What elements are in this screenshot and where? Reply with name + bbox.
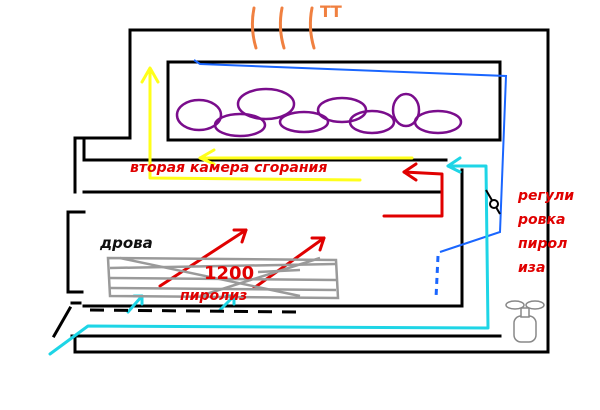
flame-arrow-2-head — [310, 236, 326, 252]
heat-waves — [250, 6, 316, 50]
ash-door — [51, 305, 73, 339]
grate-bars — [89, 308, 301, 314]
stone — [175, 98, 223, 132]
regulation-label-line-3: пирол — [518, 236, 567, 252]
bottle-neck — [520, 307, 530, 318]
firewood-label: дрова — [99, 234, 153, 252]
valve-knob — [489, 199, 499, 209]
wood-log — [119, 256, 301, 298]
regulation-label-line-1: регули — [517, 188, 574, 204]
heat-wave-1 — [250, 6, 258, 50]
secondary-air-line — [193, 59, 508, 253]
wood-frame — [106, 256, 340, 300]
firebox-right-wall — [82, 168, 464, 308]
stone — [391, 92, 421, 128]
stone — [236, 87, 296, 121]
sauna-stones — [175, 87, 463, 138]
hot-gas-return-line — [148, 70, 362, 182]
stone — [278, 110, 330, 134]
grate — [89, 308, 301, 314]
secondary-air-dashes — [434, 255, 440, 299]
regulation-label-line-4: иза — [518, 260, 545, 276]
flame-return-line — [382, 170, 444, 218]
secondary-air-duct — [193, 59, 508, 299]
flame-return-arrowhead — [402, 162, 418, 182]
flame-flow — [158, 162, 444, 290]
outer-shell-left-step — [73, 28, 132, 194]
primary-air-path — [48, 156, 490, 356]
primary-air-inlet-arrow-2 — [218, 294, 236, 312]
firewood-pile — [106, 256, 340, 300]
primary-air-line — [48, 164, 490, 356]
second-chamber-label: вторая камера сгорания — [130, 160, 327, 176]
chimney-label: ТТ — [320, 2, 342, 21]
stone-chamber — [166, 60, 502, 142]
stone — [316, 96, 368, 124]
wood-log — [257, 268, 301, 274]
bottle-body — [513, 315, 537, 343]
heat-wave-3 — [308, 6, 316, 50]
firebox-left-wall — [66, 210, 86, 294]
outer-shell — [73, 28, 550, 354]
gas-bottle — [505, 300, 545, 343]
second-chamber-ceiling — [82, 138, 448, 162]
wood-log — [199, 256, 321, 298]
stone — [413, 109, 463, 135]
temperature-label: 1200 — [204, 263, 254, 284]
hot-gas-up-arrowhead — [140, 66, 160, 84]
regulation-valve — [485, 189, 501, 215]
hot-gas-flow — [140, 66, 414, 182]
regulation-label-line-2: ровка — [517, 212, 565, 228]
hot-gas-left-arrowhead — [198, 148, 216, 166]
heat-wave-2 — [278, 6, 286, 50]
primary-air-inlet-arrow — [126, 294, 144, 314]
stone — [348, 109, 396, 135]
flame-arrow-1-head — [232, 228, 248, 244]
primary-air-arrowhead — [446, 156, 462, 174]
stove-body — [51, 28, 550, 354]
bottle-handle-left — [505, 300, 525, 310]
pyrolysis-label: пиролиз — [180, 288, 247, 304]
bottle-handle-right — [525, 300, 545, 310]
stone — [213, 112, 267, 138]
